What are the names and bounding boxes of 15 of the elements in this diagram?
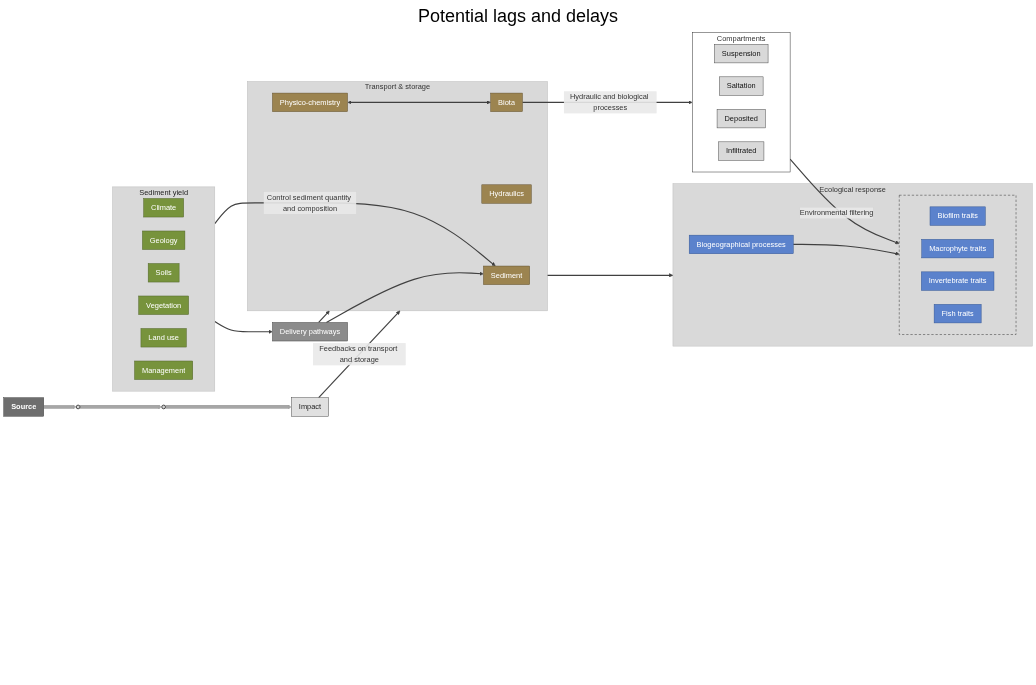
cluster [899, 195, 1017, 335]
node-circle [161, 404, 166, 410]
arrow [318, 310, 401, 399]
arrow [325, 271, 484, 324]
arrow [80, 404, 162, 409]
node-circle [75, 404, 81, 410]
arrow [547, 273, 674, 278]
note-text: Potential lags and delays [417, 6, 619, 27]
arrow [789, 158, 900, 245]
arrow [318, 310, 330, 324]
arrow [792, 243, 900, 256]
arrow [214, 320, 273, 334]
arrow [165, 404, 292, 409]
arrow [347, 100, 491, 105]
arrow [43, 404, 77, 409]
